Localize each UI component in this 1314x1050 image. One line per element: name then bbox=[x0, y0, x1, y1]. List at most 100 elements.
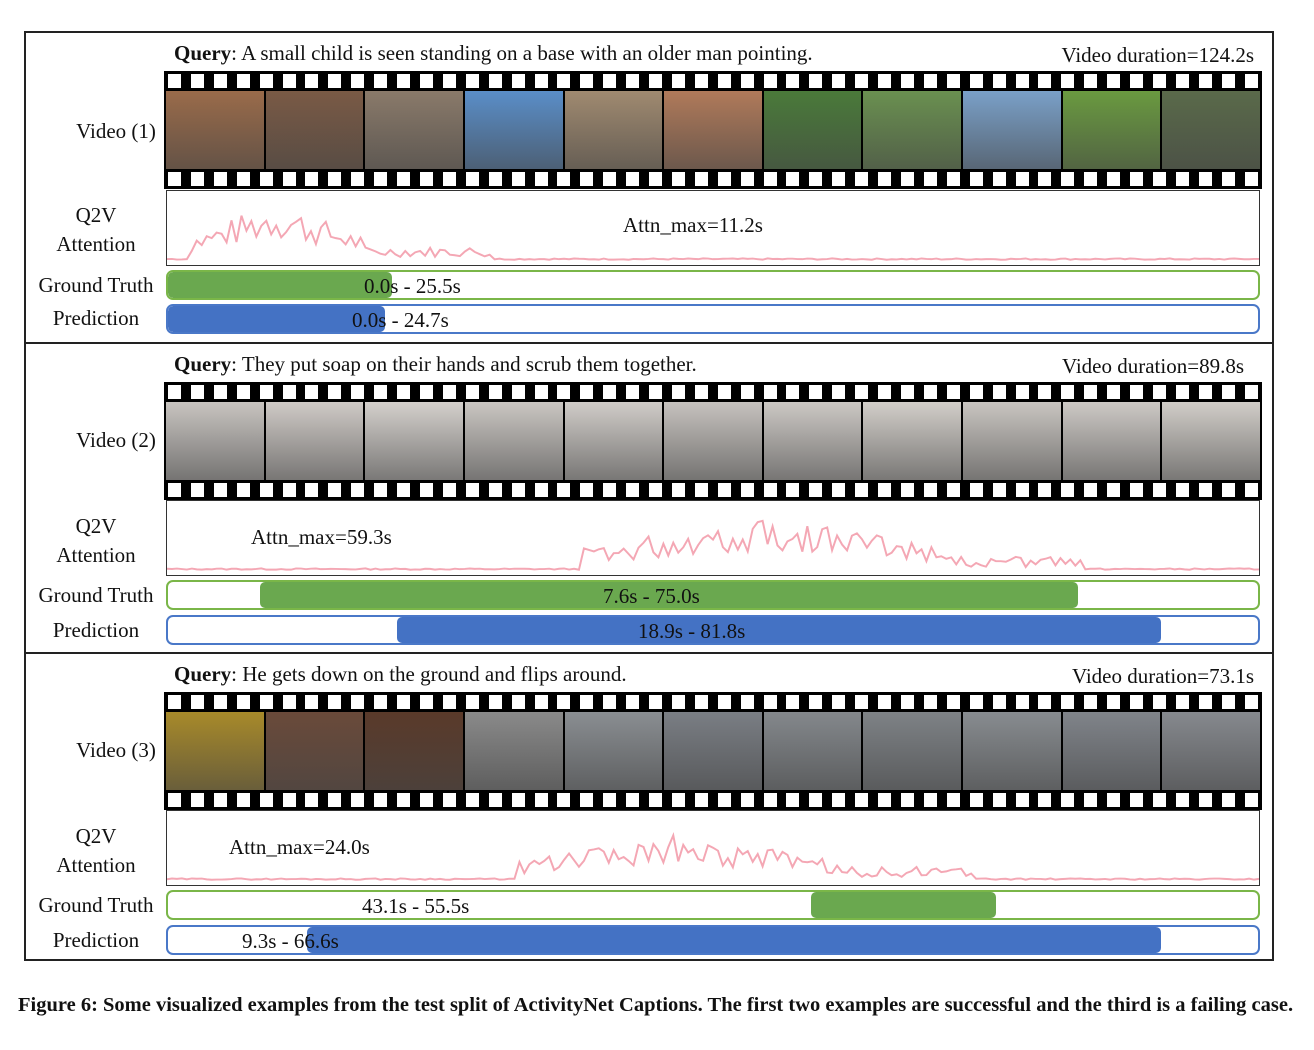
attn-max-label: Attn_max=11.2s bbox=[623, 213, 763, 237]
video-duration: Video duration=124.2s bbox=[1061, 43, 1254, 67]
ground-truth-range: 7.6s - 75.0s bbox=[603, 584, 700, 608]
attn-max-label: Attn_max=59.3s bbox=[251, 525, 392, 549]
sprocket-hole bbox=[213, 74, 227, 88]
sprocket-hole bbox=[855, 172, 869, 186]
video-frame bbox=[1062, 712, 1161, 790]
sprocket-hole bbox=[282, 483, 296, 497]
sprocket-hole bbox=[740, 385, 754, 399]
sprocket-hole bbox=[557, 74, 571, 88]
sprocket-hole bbox=[351, 74, 365, 88]
sprocket-hole bbox=[969, 483, 983, 497]
sprocket-hole bbox=[923, 695, 937, 709]
sprocket-row bbox=[168, 385, 1258, 399]
sprocket-hole bbox=[190, 793, 204, 807]
sprocket-hole bbox=[671, 695, 685, 709]
sprocket-hole bbox=[671, 385, 685, 399]
sprocket-hole bbox=[671, 483, 685, 497]
sprocket-hole bbox=[786, 74, 800, 88]
sprocket-hole bbox=[855, 74, 869, 88]
sprocket-hole bbox=[557, 483, 571, 497]
ground-truth-label: Ground Truth bbox=[38, 273, 154, 297]
sprocket-hole bbox=[901, 793, 914, 807]
video-frame bbox=[265, 712, 364, 790]
sprocket-hole bbox=[786, 483, 800, 497]
sprocket-hole bbox=[626, 483, 640, 497]
sprocket-hole bbox=[397, 695, 411, 709]
prediction-fill bbox=[168, 306, 385, 332]
sprocket-hole bbox=[1152, 385, 1166, 399]
sprocket-hole bbox=[488, 385, 502, 399]
sprocket-hole bbox=[282, 172, 296, 186]
sprocket-hole bbox=[442, 385, 456, 399]
video-duration: Video duration=89.8s bbox=[1061, 354, 1244, 378]
sprocket-hole bbox=[992, 483, 1006, 497]
sprocket-hole bbox=[969, 74, 983, 88]
sprocket-hole bbox=[213, 695, 227, 709]
sprocket-hole bbox=[1084, 74, 1098, 88]
sprocket-hole bbox=[1152, 483, 1166, 497]
sprocket-hole bbox=[1084, 385, 1098, 399]
sprocket-hole bbox=[282, 695, 296, 709]
sprocket-hole bbox=[168, 793, 181, 807]
sprocket-hole bbox=[1061, 483, 1075, 497]
prediction-label: Prediction bbox=[52, 306, 140, 330]
sprocket-hole bbox=[786, 695, 800, 709]
video-frame bbox=[664, 712, 762, 790]
sprocket-hole bbox=[534, 483, 548, 497]
sprocket-row bbox=[168, 74, 1258, 88]
sprocket-hole bbox=[236, 172, 250, 186]
sprocket-hole bbox=[946, 172, 960, 186]
prediction-bar: 0.0s - 24.7s bbox=[166, 304, 1260, 334]
sprocket-hole bbox=[236, 385, 250, 399]
sprocket-hole bbox=[717, 483, 731, 497]
sprocket-row bbox=[168, 483, 1258, 497]
sprocket-hole bbox=[855, 793, 869, 807]
video-frame bbox=[963, 91, 1061, 169]
sprocket-hole bbox=[488, 695, 502, 709]
sprocket-hole bbox=[763, 385, 777, 399]
sprocket-hole bbox=[946, 483, 960, 497]
sprocket-hole bbox=[603, 385, 617, 399]
figure-panel: Query: A small child is seen standing on… bbox=[24, 31, 1274, 961]
video-frame bbox=[166, 402, 264, 480]
sprocket-hole bbox=[442, 74, 456, 88]
sprocket-hole bbox=[1038, 695, 1052, 709]
ground-truth-range: 43.1s - 55.5s bbox=[362, 894, 470, 918]
sprocket-hole bbox=[763, 483, 777, 497]
sprocket-hole bbox=[374, 74, 388, 88]
sprocket-hole bbox=[580, 74, 594, 88]
attention-line bbox=[167, 832, 1259, 881]
video-frame bbox=[963, 712, 1061, 790]
sprocket-hole bbox=[305, 793, 319, 807]
attention-plot: Attn_max=11.2s bbox=[166, 190, 1260, 266]
sprocket-hole bbox=[419, 793, 433, 807]
sprocket-row bbox=[168, 695, 1258, 709]
sprocket-hole bbox=[442, 695, 456, 709]
sprocket-hole bbox=[190, 74, 204, 88]
sprocket-hole bbox=[809, 74, 823, 88]
sprocket-hole bbox=[282, 74, 296, 88]
sprocket-hole bbox=[305, 172, 319, 186]
sprocket-hole bbox=[419, 385, 433, 399]
ground-truth-fill bbox=[168, 272, 392, 298]
sprocket-hole bbox=[1152, 695, 1166, 709]
sprocket-hole bbox=[534, 695, 548, 709]
sprocket-hole bbox=[1175, 385, 1189, 399]
sprocket-hole bbox=[305, 483, 319, 497]
sprocket-hole bbox=[626, 172, 640, 186]
figure-caption: Figure 6: Some visualized examples from … bbox=[18, 994, 1294, 1016]
ground-truth-label: Ground Truth bbox=[38, 583, 154, 607]
sprocket-hole bbox=[878, 695, 892, 709]
attention-plot: Attn_max=59.3s bbox=[166, 500, 1260, 576]
sprocket-hole bbox=[488, 793, 502, 807]
sprocket-hole bbox=[878, 793, 892, 807]
sprocket-hole bbox=[1107, 172, 1121, 186]
sprocket-hole bbox=[832, 74, 846, 88]
sprocket-hole bbox=[740, 74, 754, 88]
filmstrip bbox=[164, 71, 1262, 189]
sprocket-hole bbox=[374, 483, 388, 497]
prediction-range: 0.0s - 24.7s bbox=[352, 308, 449, 332]
prediction-label: Prediction bbox=[52, 928, 140, 952]
sprocket-hole bbox=[1244, 483, 1258, 497]
